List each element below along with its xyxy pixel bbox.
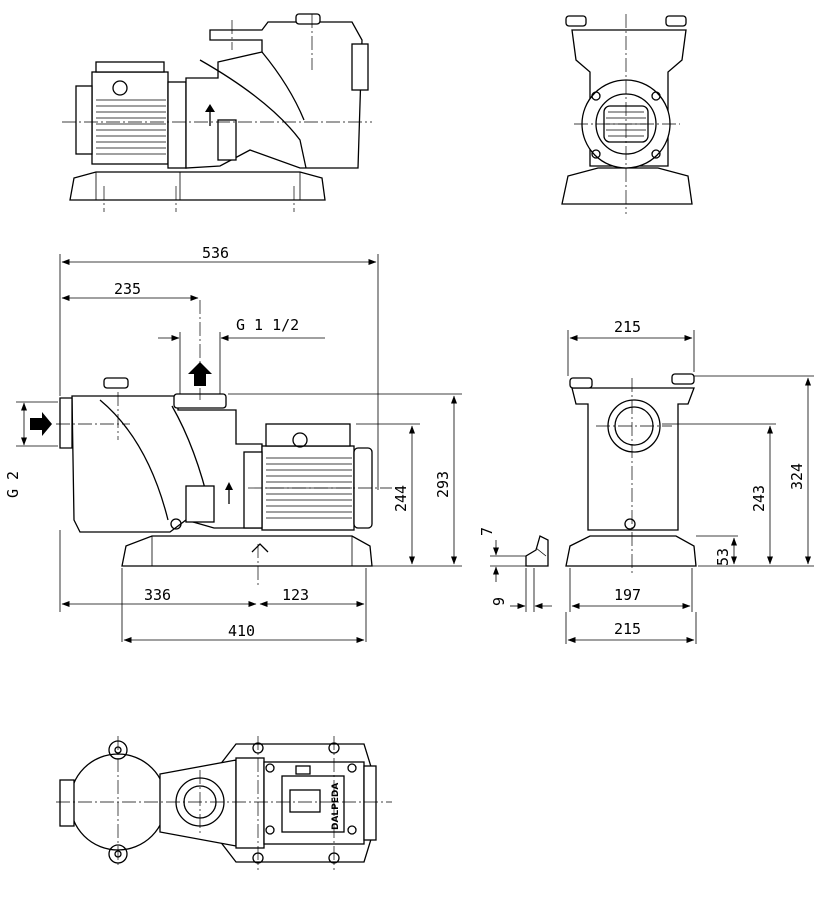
side-view-top (62, 13, 372, 212)
dim-foot-height: 53 (714, 548, 732, 566)
dim-inlet-thread: G 2 (4, 471, 22, 498)
dim-motor-axis-height: 244 (392, 485, 410, 512)
front-view-main (525, 373, 697, 576)
front-view-dimensions: 215 324 243 53 197 215 7 9 (478, 318, 814, 644)
dim-width-bottom: 215 (614, 620, 641, 638)
dim-foot-width: 197 (614, 586, 641, 604)
dim-base-rear: 123 (282, 586, 309, 604)
dim-outlet-height: 293 (434, 471, 452, 498)
dim-inlet-height: 243 (750, 485, 768, 512)
dim-total-height: 324 (788, 463, 806, 490)
dim-outlet-offset: 235 (114, 280, 141, 298)
front-view-top (561, 14, 693, 214)
dim-base-length: 410 (228, 622, 255, 640)
dim-outlet-thread: G 1 1/2 (236, 316, 299, 334)
side-view-main (30, 300, 392, 586)
dim-foot-slot: 9 (490, 597, 508, 606)
side-view-dimensions: 536 235 G 1 1/2 G 2 336 123 410 293 24 (4, 244, 462, 643)
dim-base-front: 336 (144, 586, 171, 604)
plan-view: DALPEDA (56, 736, 392, 870)
brand-label: DALPEDA (331, 783, 341, 830)
dim-overall-length: 536 (202, 244, 229, 262)
dim-foot-thickness: 7 (478, 527, 496, 536)
dim-width-top: 215 (614, 318, 641, 336)
